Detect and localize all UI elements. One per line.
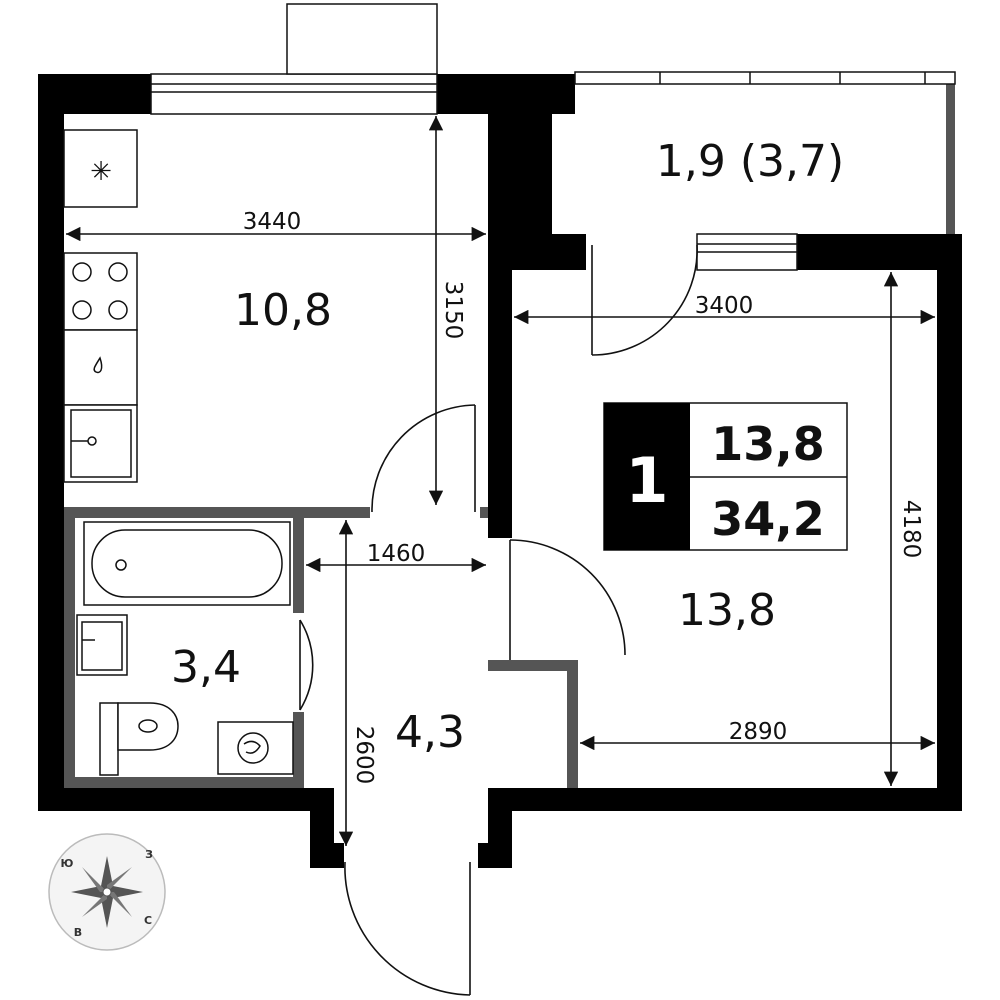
interior-partitions <box>64 84 955 788</box>
dim-living-length: 4180 <box>898 500 924 559</box>
living-area-label: 13,8 <box>678 585 776 636</box>
snowflake-icon: ✳ <box>90 157 112 187</box>
bathroom-area-label: 3,4 <box>171 642 241 693</box>
fridge: ✳ <box>63 129 138 208</box>
dimension-lines <box>66 116 935 846</box>
dim-living-width-top: 3400 <box>695 293 754 319</box>
exterior-walls <box>38 74 962 868</box>
washing-machine-icon <box>217 721 294 775</box>
summary-living-area: 13,8 <box>711 417 825 471</box>
hall-area-label: 4,3 <box>395 707 465 758</box>
sink-icon <box>93 356 103 374</box>
summary-total-area: 34,2 <box>711 492 825 546</box>
loggia-area-label: 1,9 (3,7) <box>656 136 844 187</box>
worktop <box>63 329 138 406</box>
compass-east: В <box>74 926 82 939</box>
dim-hall-width: 1460 <box>367 541 426 567</box>
compass-rose-icon: Ю З В С <box>48 833 166 951</box>
kitchen-window <box>150 3 438 115</box>
dim-hall-length: 2600 <box>351 726 377 785</box>
dim-kitchen-width: 3440 <box>243 209 302 235</box>
kitchen-area-label: 10,8 <box>234 285 332 336</box>
compass-west: З <box>145 848 153 861</box>
dim-kitchen-length: 3150 <box>440 281 466 340</box>
dim-living-width-bottom: 2890 <box>729 719 788 745</box>
hob-burner-icon <box>72 262 92 282</box>
kitchen-sink <box>63 404 138 483</box>
toilet-icon <box>99 702 179 776</box>
bathtub-icon <box>83 521 291 606</box>
compass-south: Ю <box>61 857 74 870</box>
living-window <box>696 233 798 271</box>
bathroom-sink <box>76 614 128 676</box>
hob <box>63 252 138 331</box>
room-count: 1 <box>625 444 668 517</box>
compass-north: С <box>144 914 152 927</box>
summary-box: 1 13,8 34,2 <box>603 402 848 551</box>
loggia-window <box>574 71 956 85</box>
